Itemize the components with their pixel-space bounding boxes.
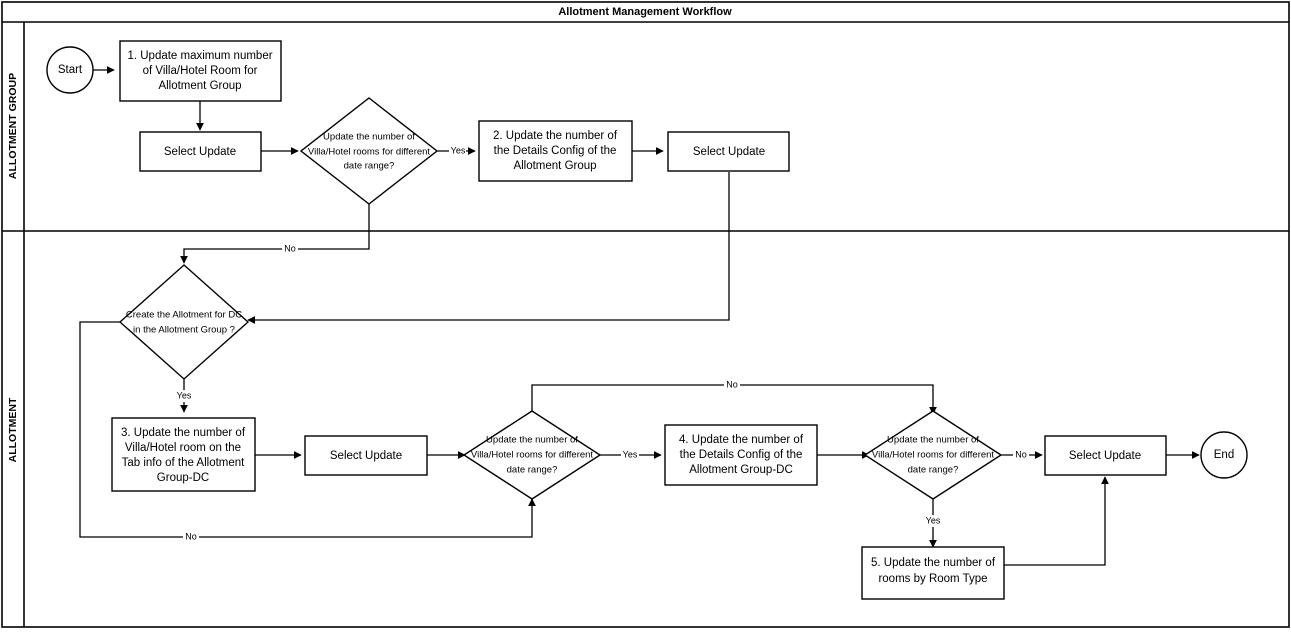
node-select-update-1-label: Select Update <box>164 146 236 158</box>
node-step2-line1: 2. Update the number of <box>493 130 618 142</box>
node-decision4-line2: Villa/Hotel rooms for different <box>872 450 995 461</box>
node-decision3-line3: date range? <box>507 465 558 476</box>
node-select-update-2[interactable]: Select Update <box>667 131 790 172</box>
node-start-label: Start <box>58 64 83 76</box>
node-step3[interactable]: 3. Update the number of Villa/Hotel room… <box>111 417 256 492</box>
node-step4-line3: Allotment Group-DC <box>689 464 793 476</box>
node-decision3-line2: Villa/Hotel rooms for different <box>471 450 594 461</box>
node-decision2-line1: Create the Allotment for DC <box>126 310 242 321</box>
node-decision1-line2: Villa/Hotel rooms for different <box>308 147 431 158</box>
edge-label-yes: Yes <box>451 145 466 155</box>
node-start[interactable]: Start <box>46 46 94 94</box>
connector-decision1-no-to-decision2: No <box>180 204 370 264</box>
node-step3-line4: Group-DC <box>157 472 209 484</box>
svg-text:ALLOTMENT GROUP: ALLOTMENT GROUP <box>7 73 19 179</box>
node-step5[interactable]: 5. Update the number of rooms by Room Ty… <box>861 546 1005 600</box>
edge-label-no: No <box>726 379 738 389</box>
node-step4-line2: the Details Config of the <box>680 449 803 461</box>
node-select-update-1[interactable]: Select Update <box>139 131 262 172</box>
node-step3-line3: Tab info of the Allotment <box>122 457 246 469</box>
node-step2-line2: the Details Config of the <box>494 145 617 157</box>
connector-select2-to-decision2 <box>247 172 730 324</box>
node-decision4-line3: date range? <box>908 465 959 476</box>
node-select-update-3[interactable]: Select Update <box>304 435 428 476</box>
lane-label-allotment-group: ALLOTMENT GROUP <box>7 73 19 179</box>
node-decision3-line1: Update the number of <box>486 435 578 446</box>
edge-label-yes: Yes <box>926 515 941 525</box>
connector-step5-to-select4 <box>1004 476 1109 566</box>
node-step5-line1: 5. Update the number of <box>871 557 996 569</box>
node-step1-line2: of Villa/Hotel Room for <box>143 65 258 77</box>
edge-label-yes: Yes <box>623 449 638 459</box>
node-select-update-4-label: Select Update <box>1069 450 1141 462</box>
node-select-update-4[interactable]: Select Update <box>1044 435 1167 476</box>
node-step4-line1: 4. Update the number of <box>679 434 804 446</box>
node-step5-line2: rooms by Room Type <box>878 573 987 585</box>
node-decision4[interactable]: Update the number of Villa/Hotel rooms f… <box>863 410 1003 500</box>
node-select-update-2-label: Select Update <box>693 146 765 158</box>
node-decision4-line1: Update the number of <box>887 435 979 446</box>
node-step1[interactable]: 1. Update maximum number of Villa/Hotel … <box>119 40 282 102</box>
node-decision1-line1: Update the number of <box>323 132 415 143</box>
node-step4[interactable]: 4. Update the number of the Details Conf… <box>664 424 818 486</box>
connector-decision1-yes-to-step2: Yes <box>437 144 476 156</box>
svg-text:ALLOTMENT: ALLOTMENT <box>7 397 19 462</box>
edge-label-no: No <box>284 243 296 253</box>
edge-label-yes: Yes <box>177 390 192 400</box>
node-end-label: End <box>1214 449 1234 461</box>
node-end[interactable]: End <box>1200 431 1248 479</box>
node-step1-line3: Allotment Group <box>158 80 241 92</box>
connector-decision4-no-to-select4: No <box>1001 449 1043 461</box>
node-step2-line3: Allotment Group <box>513 160 596 172</box>
node-step1-line1: 1. Update maximum number <box>127 50 272 62</box>
lane-label-allotment: ALLOTMENT <box>7 397 19 462</box>
node-step3-line1: 3. Update the number of <box>121 427 246 439</box>
node-select-update-3-label: Select Update <box>330 450 402 462</box>
edge-label-no: No <box>1015 449 1027 459</box>
connector-decision4-yes-to-step5: Yes <box>924 496 942 548</box>
node-decision2[interactable]: Create the Allotment for DC in the Allot… <box>118 264 250 380</box>
node-decision2-line2: in the Allotment Group ? <box>133 325 235 336</box>
connector-decision3-yes-to-step4: Yes <box>600 449 662 461</box>
connector-decision3-no-to-decision4: No <box>531 379 937 415</box>
node-decision1-line3: date range? <box>344 161 395 172</box>
node-decision3[interactable]: Update the number of Villa/Hotel rooms f… <box>462 410 602 500</box>
node-step2[interactable]: 2. Update the number of the Details Conf… <box>478 120 633 182</box>
edge-label-no: No <box>185 531 197 541</box>
node-step3-line2: Villa/Hotel room on the <box>125 442 241 454</box>
page-title: Allotment Management Workflow <box>558 6 732 18</box>
connector-decision2-no-loop: No <box>79 321 536 543</box>
node-decision1[interactable]: Update the number of Villa/Hotel rooms f… <box>299 97 439 205</box>
